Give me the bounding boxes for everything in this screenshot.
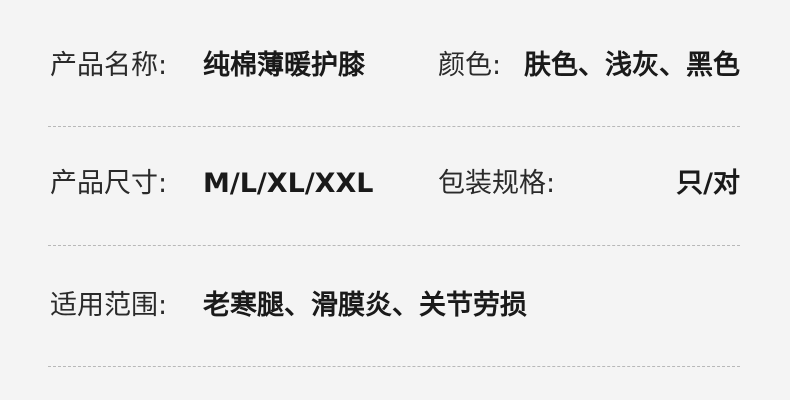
product-size-value: M/L/XL/XXL <box>203 168 374 199</box>
spec-row-name-color: 产品名称: 纯棉薄暖护膝 颜色: 肤色、浅灰、黑色 <box>0 46 790 86</box>
spec-row-usage: 适用范围: 老寒腿、滑膜炎、关节劳损 <box>0 286 790 326</box>
row-divider <box>48 366 740 367</box>
color-label: 颜色: <box>438 50 502 81</box>
row-divider <box>48 245 740 246</box>
product-name-value: 纯棉薄暖护膝 <box>203 50 365 81</box>
usage-label: 适用范围: <box>50 290 168 321</box>
packaging-value: 只/对 <box>676 168 740 199</box>
usage-value: 老寒腿、滑膜炎、关节劳损 <box>203 290 527 321</box>
color-value: 肤色、浅灰、黑色 <box>524 50 740 81</box>
row-divider <box>48 126 740 127</box>
product-size-label: 产品尺寸: <box>50 168 168 199</box>
product-name-label: 产品名称: <box>50 50 168 81</box>
spec-row-size-packaging: 产品尺寸: M/L/XL/XXL 包装规格: 只/对 <box>0 164 790 204</box>
packaging-label: 包装规格: <box>438 168 556 199</box>
